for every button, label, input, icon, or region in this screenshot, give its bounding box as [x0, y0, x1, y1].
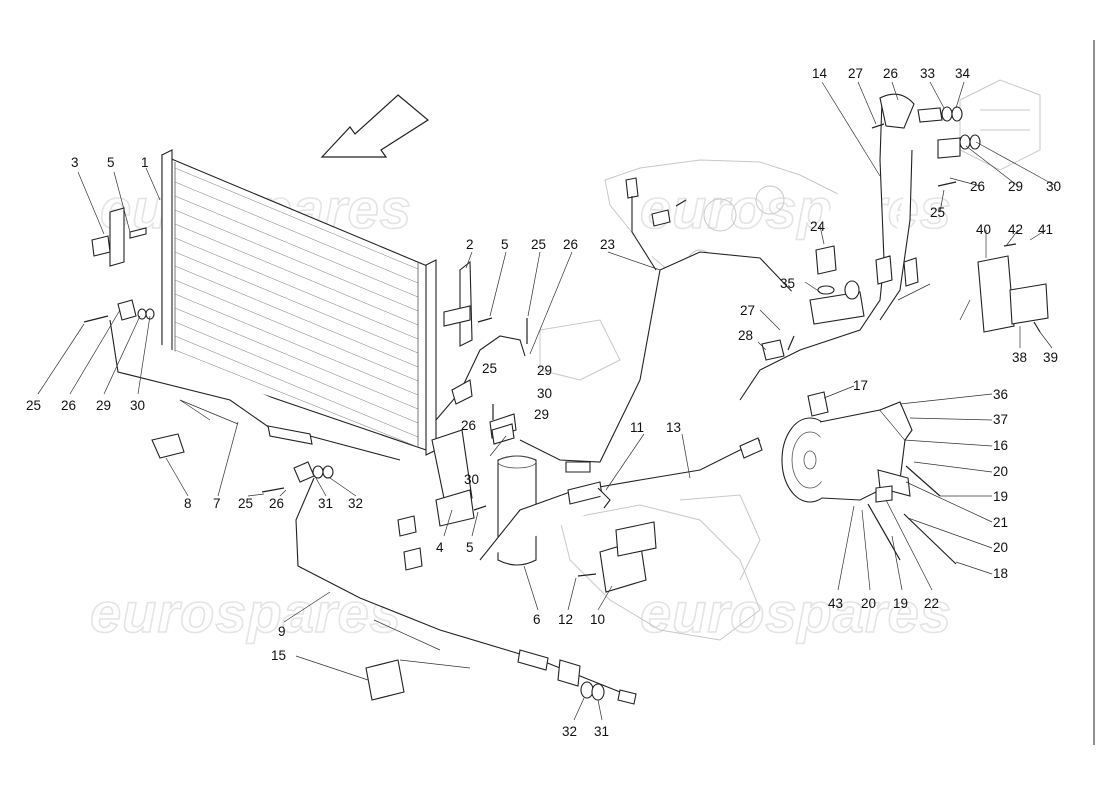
callout-20: 20 [993, 464, 1008, 479]
callout-24: 24 [810, 219, 826, 234]
callout-8: 8 [184, 496, 192, 511]
callout-40: 40 [976, 222, 991, 237]
pressure-switch-24 [815, 245, 837, 295]
clamp-15 [365, 659, 405, 701]
callout-42: 42 [1008, 222, 1023, 237]
pipe-condenser-out [435, 335, 526, 421]
pipe-7 [109, 319, 401, 461]
bracket-4 [431, 429, 475, 527]
callout-32: 32 [348, 496, 363, 511]
callout-39: 39 [1043, 350, 1058, 365]
callout-27: 27 [848, 66, 863, 81]
callout-labels: 3 5 1 2 5 25 26 23 25 26 29 30 29 25 30 … [26, 66, 1061, 739]
callout-25: 25 [482, 361, 497, 376]
callout-41: 41 [1038, 222, 1053, 237]
callout-26: 26 [883, 66, 898, 81]
callout-4: 4 [436, 540, 444, 555]
callout-31: 31 [318, 496, 333, 511]
bracket-2 [443, 260, 473, 347]
callout-30: 30 [1046, 179, 1061, 194]
callout-5: 5 [107, 155, 115, 170]
callout-28: 28 [738, 328, 753, 343]
callout-13: 13 [666, 420, 681, 435]
callout-30: 30 [537, 386, 552, 401]
callout-26: 26 [970, 179, 985, 194]
callout-11: 11 [630, 420, 644, 435]
callout-14: 14 [812, 66, 828, 81]
bracket-40 [977, 255, 1049, 333]
hose-23 [519, 251, 801, 473]
clip-group [117, 177, 785, 571]
callout-7: 7 [213, 496, 221, 511]
fitting-31-32-lower [580, 681, 637, 705]
pipe-9 [295, 477, 631, 697]
callout-36: 36 [993, 387, 1008, 402]
bracket-21-22 [875, 469, 911, 503]
manifold-35 [809, 280, 865, 325]
bolt-5-left [129, 227, 147, 239]
callout-20: 20 [993, 540, 1008, 555]
callout-25: 25 [531, 237, 546, 252]
condenser-fins [174, 167, 419, 448]
fitting-29-30-top [937, 134, 981, 159]
callout-31: 31 [594, 724, 609, 739]
callout-25: 25 [930, 205, 945, 220]
hose-11 [597, 487, 611, 509]
watermark-text: eurospares [640, 581, 952, 644]
callout-16: 16 [993, 438, 1008, 453]
callout-19: 19 [893, 596, 908, 611]
callout-2: 2 [466, 237, 474, 252]
callout-26: 26 [461, 418, 476, 433]
callout-5: 5 [501, 237, 509, 252]
callout-25: 25 [238, 496, 253, 511]
callout-10: 10 [590, 612, 605, 627]
callout-5: 5 [466, 540, 474, 555]
valve-17 [807, 391, 829, 417]
callout-21: 21 [993, 515, 1008, 530]
callout-32: 32 [562, 724, 577, 739]
callout-29: 29 [534, 407, 549, 422]
watermark-group: eurospares eurospares eurospares eurospa… [89, 176, 952, 645]
bracket-10 [599, 521, 657, 593]
callout-9: 9 [278, 624, 286, 639]
callout-25: 25 [26, 398, 41, 413]
callout-23: 23 [600, 237, 615, 252]
callout-27: 27 [740, 303, 755, 318]
leader-lines [37, 81, 1057, 721]
callout-3: 3 [71, 155, 79, 170]
callout-17: 17 [853, 378, 868, 393]
callout-38: 38 [1012, 350, 1027, 365]
callout-18: 18 [993, 566, 1008, 581]
bracket-3 [91, 207, 125, 267]
callout-37: 37 [993, 412, 1008, 427]
callout-26: 26 [269, 496, 284, 511]
callout-6: 6 [533, 612, 541, 627]
callout-15: 15 [271, 648, 286, 663]
hose-14 [739, 99, 919, 401]
callout-29: 29 [1008, 179, 1023, 194]
pipe-23-upper [631, 196, 657, 271]
callout-20: 20 [861, 596, 876, 611]
callout-43: 43 [828, 596, 843, 611]
callout-35: 35 [780, 276, 795, 291]
callout-30: 30 [130, 398, 145, 413]
direction-arrow-icon [320, 94, 430, 158]
callout-12: 12 [558, 612, 573, 627]
callout-29: 29 [537, 363, 552, 378]
fitting-33-34 [917, 106, 963, 123]
callout-34: 34 [955, 66, 971, 81]
fitting-26-top [879, 93, 915, 129]
callout-22: 22 [924, 596, 939, 611]
callout-26: 26 [61, 398, 76, 413]
callout-19: 19 [993, 489, 1008, 504]
callout-26: 26 [563, 237, 578, 252]
clamp-8 [151, 433, 185, 459]
callout-1: 1 [141, 155, 149, 170]
callout-33: 33 [920, 66, 935, 81]
callout-29: 29 [96, 398, 111, 413]
callout-30: 30 [464, 472, 479, 487]
